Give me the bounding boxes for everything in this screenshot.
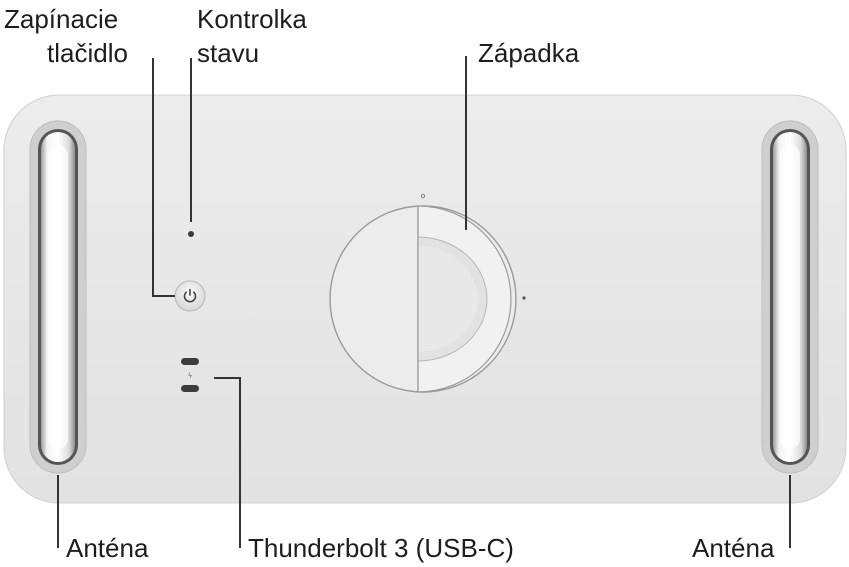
antenna-left-label: Anténa: [66, 531, 148, 565]
antenna-right-label-text: Anténa: [692, 533, 775, 563]
antenna-right-label: Anténa: [692, 531, 774, 565]
status-light: [188, 231, 194, 237]
leader-lines: [57, 56, 791, 548]
power-button-label: Zapínacie tlačidlo: [4, 2, 128, 70]
thunderbolt-icon: ϟ: [188, 372, 193, 380]
thunderbolt-ports: ϟ: [181, 358, 199, 392]
power-icon: [183, 288, 197, 303]
antenna-right-handle: [761, 120, 819, 474]
power-button[interactable]: [174, 280, 206, 312]
thunderbolt-label-text: Thunderbolt 3 (USB-C): [248, 533, 514, 563]
antenna-left-handle: [29, 120, 87, 474]
thunderbolt-port[interactable]: [181, 358, 199, 365]
leader-power: [152, 58, 175, 297]
leader-thunderbolt: [214, 377, 241, 548]
antenna-left-label-text: Anténa: [66, 533, 149, 563]
latch-label-text: Západka: [478, 38, 580, 68]
status-light-label-line1: Kontrolka: [197, 4, 307, 34]
thunderbolt-label: Thunderbolt 3 (USB-C): [248, 531, 514, 565]
thunderbolt-port[interactable]: [181, 385, 199, 392]
status-light-label-line2: stavu: [197, 38, 260, 68]
status-light-label: Kontrolka stavu: [197, 2, 307, 70]
power-button-label-line2: tlačidlo: [47, 38, 128, 68]
latch-label: Západka: [478, 36, 579, 70]
latch[interactable]: [329, 193, 526, 393]
power-button-label-line1: Zapínacie: [4, 4, 119, 34]
